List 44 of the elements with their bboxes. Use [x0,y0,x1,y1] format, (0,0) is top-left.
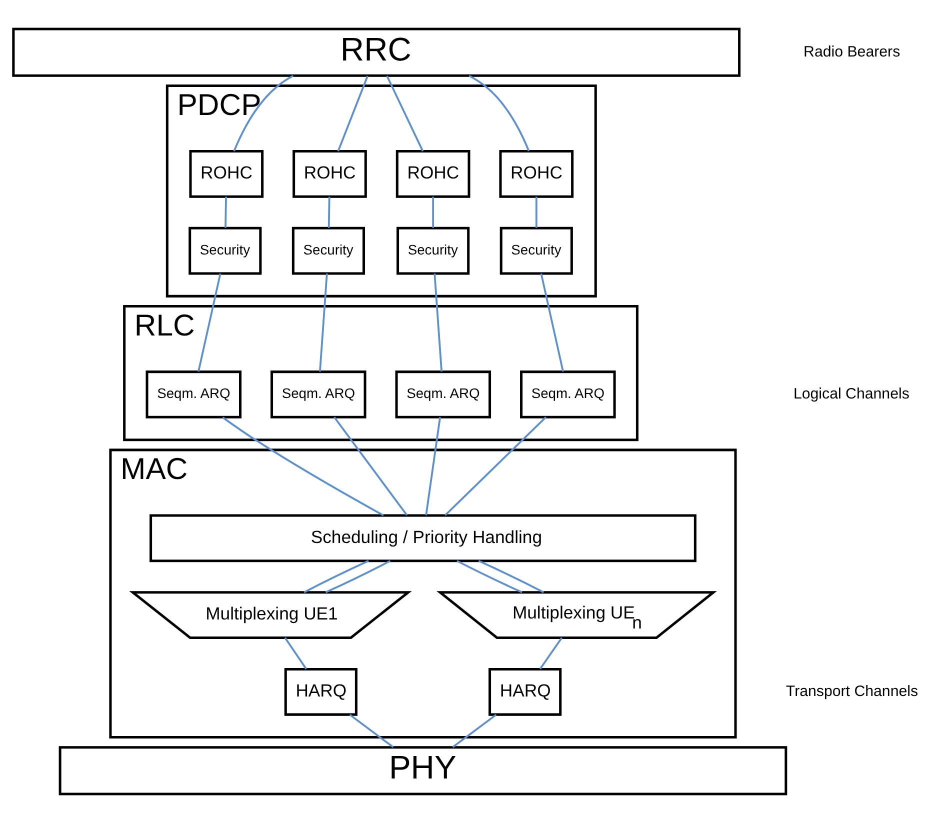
connector [337,76,368,152]
connector [540,273,564,372]
node-box: Security [188,226,262,275]
connector [456,560,522,594]
node-box: Seqm. ARQ [520,370,616,418]
connector [325,560,391,594]
connector [284,637,307,670]
node-box: HARQ [284,668,358,716]
node-box: Security [292,226,366,275]
connector [349,714,394,748]
connector [334,416,408,516]
node-box: PHY [58,746,788,796]
node-box: Security [396,226,470,275]
label: Radio Bearers [804,43,900,60]
node-box: RRC [12,28,741,77]
node-box: Seqm. ARQ [270,370,366,418]
connector [432,196,434,228]
connector [535,196,538,228]
connector [233,75,294,152]
connector [425,417,442,516]
label: Transport Channels [786,682,918,700]
connector [198,273,222,372]
connector [224,196,227,228]
node-box: Scheduling / Priority Handling [150,514,696,562]
node-box: ROHC [292,150,367,198]
connector [319,273,328,372]
connector [304,560,369,594]
connector [452,714,497,748]
node-box: ROHC [499,150,574,198]
connector [434,273,443,372]
label: Logical Channels [793,385,910,402]
node-box: ROHC [189,150,264,198]
connector [386,76,424,152]
connector [444,416,547,516]
node-box: Security [500,226,573,275]
connector [328,196,330,228]
connector [539,637,563,670]
node-box: ROHC [396,150,470,198]
connector [478,560,544,594]
connector [222,416,384,516]
node-box: Seqm. ARQ [146,370,242,418]
node-box: HARQ [488,668,562,716]
connector [468,74,530,152]
node-box: Seqm. ARQ [395,370,492,418]
